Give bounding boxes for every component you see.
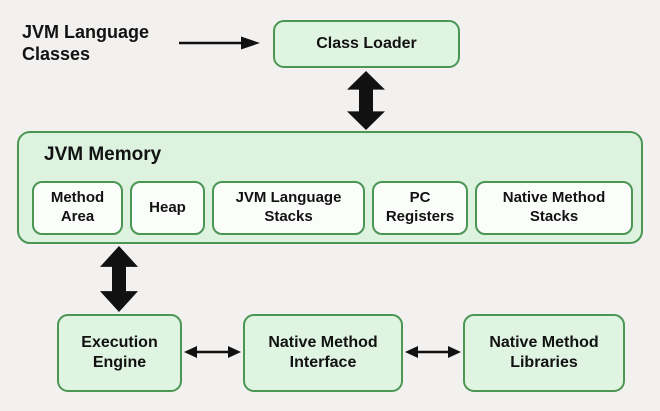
native-method-interface-box: Native Method Interface [243,314,403,392]
execution-engine-box: Execution Engine [57,314,182,392]
jvm-memory-title: JVM Memory [44,144,162,165]
class-loader-box: Class Loader [273,20,460,68]
interface-libraries-double-arrow-icon [405,346,461,358]
jvm-memory-components-row: Method Area Heap JVM Language Stacks PC … [32,181,633,235]
jvm-memory-box: JVM Memory Method Area Heap JVM Language… [17,131,643,244]
memory-engine-double-arrow-icon [100,246,138,312]
right-arrow-icon [179,36,260,50]
pc-registers-box: PC Registers [372,181,468,235]
jvm-language-stacks-box: JVM Language Stacks [212,181,365,235]
native-method-stacks-box: Native Method Stacks [475,181,633,235]
heap-box: Heap [130,181,205,235]
engine-interface-double-arrow-icon [184,346,241,358]
native-method-libraries-box: Native Method Libraries [463,314,625,392]
loader-memory-double-arrow-icon [347,71,385,130]
method-area-box: Method Area [32,181,123,235]
jvm-language-classes-label: JVM Language Classes [22,22,150,64]
